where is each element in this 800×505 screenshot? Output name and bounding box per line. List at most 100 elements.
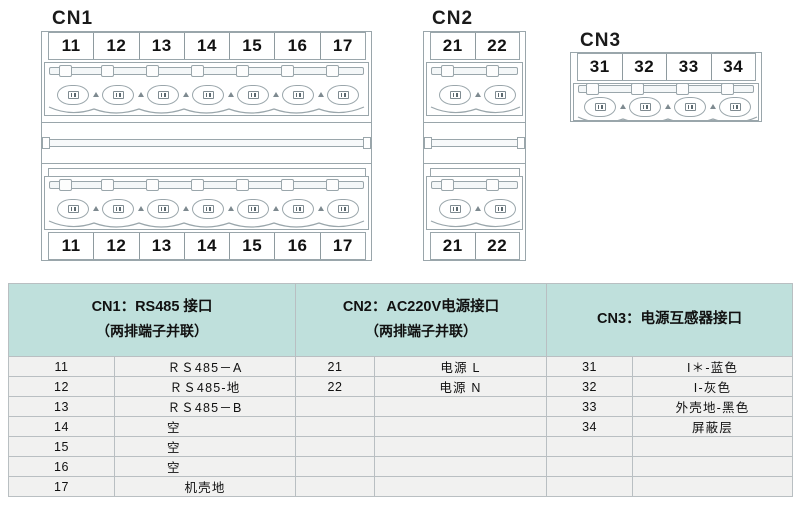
cn1-top-marker-3 <box>183 92 189 97</box>
cn1-bottom-hole-2 <box>102 199 134 219</box>
pinout-table: CN1：RS485 接口 （两排端子并联） CN2：AC220V电源接口 （两排… <box>8 283 794 497</box>
cn3-hole-2 <box>629 97 661 117</box>
table-row: 11 ＲＳ485－A 21 电源 L 31 I＊-蓝色 <box>8 356 794 377</box>
cell-cn1-num: 12 <box>8 376 115 397</box>
cell-cn2-num <box>295 396 375 417</box>
cell-cn2-num: 22 <box>295 376 375 397</box>
cn1-top-screw-3 <box>146 65 159 77</box>
cell-cn2-num <box>295 456 375 477</box>
cn3-pin-34: 34 <box>723 57 744 76</box>
cn3-pin-32: 32 <box>623 54 667 80</box>
cell-cn3-num <box>546 476 634 497</box>
cell-cn1-val: 空 <box>114 416 296 437</box>
cell-cn2-num <box>295 416 375 437</box>
header-cn3: CN3：电源互感器接口 <box>546 283 794 357</box>
cn1-top-hole-4-slot <box>202 91 214 99</box>
cn2-top-hole-2 <box>484 85 516 105</box>
cell-cn2-val <box>373 456 548 477</box>
cn1-top-hole-3-slot <box>157 91 169 99</box>
cn3-pin-labels: 31 32 33 34 <box>577 53 756 81</box>
cell-cn2-val <box>373 396 548 417</box>
cn2-pin-22-bottom: 22 <box>487 236 508 255</box>
table-row: 13 ＲＳ485－B 33 外壳地-黑色 <box>8 396 794 417</box>
cn1-pin-14-bottom: 14 <box>185 233 231 259</box>
header-cn2: CN2：AC220V电源接口 （两排端子并联） <box>294 283 548 357</box>
cell-cn3-val <box>632 476 794 497</box>
cell-cn3-num: 34 <box>546 416 634 437</box>
cn1-bottom-hole-2-slot <box>112 205 124 213</box>
cn2-top-hole-1 <box>439 85 471 105</box>
cn1-top-hole-5-slot <box>247 91 259 99</box>
cn2-top-marker-1 <box>475 92 481 97</box>
cn2-din-rail <box>430 139 519 147</box>
cell-cn3-val: 屏蔽层 <box>632 416 794 437</box>
cn1-pin-11-bottom: 11 <box>49 233 95 259</box>
cn1-top-screw-6 <box>281 65 294 77</box>
table-row: 12 ＲＳ485-地 22 电源 N 32 I-灰色 <box>8 376 794 397</box>
cn1-pin-14-top: 14 <box>185 33 231 59</box>
cn1-bottom-screw-2 <box>101 179 114 191</box>
cn2-bottom-screw-2 <box>486 179 499 191</box>
connector-title-cn1: CN1 <box>52 8 94 29</box>
header-cn1-line2: （两排端子并联） <box>96 323 208 340</box>
cn1-bottom-hole-1-slot <box>67 205 79 213</box>
cn1-bottom-wave <box>48 220 365 228</box>
cn1-pin-13-top: 13 <box>140 33 185 59</box>
cn1-bottom-screw-5 <box>236 179 249 191</box>
cn1-top-marker-4 <box>228 92 234 97</box>
cn1-pin-17-top: 17 <box>332 36 353 55</box>
cn1-bottom-marker-3 <box>183 206 189 211</box>
cn1-top-screw-5 <box>236 65 249 77</box>
cn3-rail <box>578 85 754 93</box>
cn1-top-rail <box>49 67 364 75</box>
cn3-marker-1 <box>620 104 626 109</box>
cell-cn1-num: 14 <box>8 416 115 437</box>
cn2-din-tab-right <box>517 137 525 149</box>
cn1-top-screw-2 <box>101 65 114 77</box>
cn1-top-hole-1 <box>57 85 89 105</box>
cn1-bottom-hole-6 <box>282 199 314 219</box>
cn1-bottom-screw-3 <box>146 179 159 191</box>
cn2-pin-21-top: 21 <box>431 33 476 59</box>
cn1-mid-bottom-line <box>42 163 371 165</box>
cn1-pin-labels-top: 11 12 13 14 15 16 17 <box>48 32 366 60</box>
cn3-marker-3 <box>710 104 716 109</box>
cn1-pin-11-top: 11 <box>49 33 95 59</box>
cn2-top-rail <box>431 67 518 75</box>
cn2-mid-bottom-line <box>424 163 525 165</box>
cn3-hole-1-slot <box>594 103 606 111</box>
connector-title-cn2: CN2 <box>432 8 474 29</box>
cn2-terminal-body-top <box>426 62 523 116</box>
cn1-din-tab-left <box>42 137 50 149</box>
cell-cn3-num: 31 <box>546 356 634 377</box>
table-row: 15 空 <box>8 436 794 457</box>
cell-cn2-val: 电源 L <box>373 356 548 377</box>
cn3-pin-31: 31 <box>578 54 623 80</box>
cn1-pin-17-bottom: 17 <box>332 236 353 255</box>
cn1-pin-labels-bottom: 11 12 13 14 15 16 17 <box>48 232 366 260</box>
cn1-terminal-body-bottom <box>44 176 369 230</box>
cn3-screw-4 <box>721 84 734 95</box>
cn3-hole-4 <box>719 97 751 117</box>
cn2-bottom-hole-1-slot <box>449 205 461 213</box>
cell-cn3-val: 外壳地-黑色 <box>632 396 794 417</box>
cn1-mid-top-line <box>42 122 371 124</box>
cn2-bottom-hole-2-slot <box>494 205 506 213</box>
cell-cn1-val: 空 <box>114 436 296 457</box>
cn1-bottom-hole-4-slot <box>202 205 214 213</box>
cn1-pin-16-bottom: 16 <box>275 233 321 259</box>
cell-cn2-val <box>373 476 548 497</box>
cell-cn2-val <box>373 416 548 437</box>
cn1-top-screw-1 <box>59 65 72 77</box>
cn1-bottom-hole-7 <box>327 199 359 219</box>
cn2-pin-labels-bottom: 21 22 <box>430 232 520 260</box>
table-row: 14 空 34 屏蔽层 <box>8 416 794 437</box>
cn3-hole-3 <box>674 97 706 117</box>
cell-cn1-val: ＲＳ485－A <box>114 356 296 377</box>
cell-cn3-val <box>632 436 794 457</box>
cn3-marker-2 <box>665 104 671 109</box>
cn1-top-hole-2 <box>102 85 134 105</box>
cn1-pin-15-bottom: 15 <box>230 233 276 259</box>
cn1-top-hole-6 <box>282 85 314 105</box>
header-cn2-line2: （两排端子并联） <box>365 323 477 340</box>
